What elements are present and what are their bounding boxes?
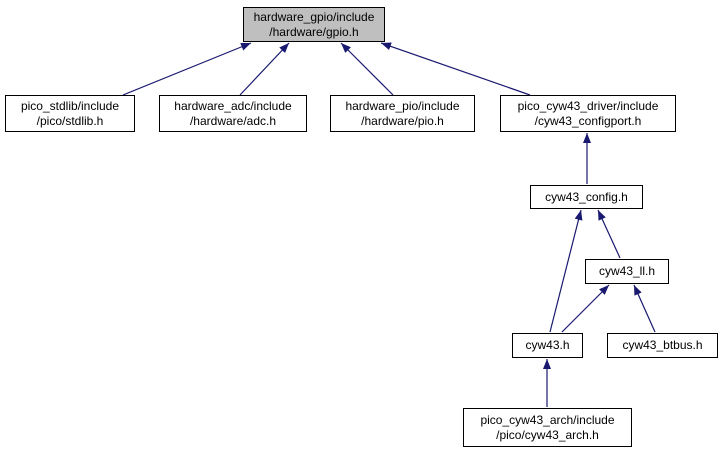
node-label: /hardware/gpio.h [269,24,359,39]
node-cyw43-config[interactable]: cyw43_config.h [530,185,643,209]
node-label: cyw43_btbus.h [622,338,703,352]
node-label: cyw43_config.h [545,189,628,204]
edge-cyw43-to-cyw43-ll [561,284,610,333]
node-pico-stdlib[interactable]: pico_stdlib/include /pico/stdlib.h [5,95,135,132]
node-pico-cyw43-arch[interactable]: pico_cyw43_arch/include /pico/cyw43_arch… [463,408,632,447]
node-label: cyw43.h [525,338,570,352]
node-hardware-adc[interactable]: hardware_adc/include /hardware/adc.h [159,95,307,132]
node-label: hardware_pio/include [345,98,460,113]
node-cyw43-ll[interactable]: cyw43_ll.h [585,259,669,284]
node-label: /pico/cyw43_arch.h [496,427,599,442]
node-label: pico_stdlib/include [20,98,120,113]
node-label: /hardware/adc.h [189,113,277,128]
node-cyw43[interactable]: cyw43.h [512,333,583,358]
node-label: hardware_adc/include [174,98,292,113]
node-label: cyw43_ll.h [598,264,656,278]
edge-hardware-pio-to-hardware-gpio [340,42,394,96]
node-label: pico_cyw43_arch/include [480,412,615,427]
edge-cyw43-to-cyw43-config [549,209,583,333]
edge-cyw43-ll-to-cyw43-config [597,209,621,259]
node-cyw43-btbus[interactable]: cyw43_btbus.h [607,333,718,358]
edge-pico-stdlib-to-hardware-gpio [122,42,252,96]
node-label: hardware_gpio/include [253,9,375,24]
node-label: /hardware/pio.h [361,113,444,128]
node-label: pico_cyw43_driver/include [517,98,659,113]
node-label: /cyw43_configport.h [534,113,642,128]
edge-hardware-adc-to-hardware-gpio [239,42,290,96]
edge-pico-cyw43-driver-to-hardware-gpio [380,42,531,96]
node-hardware-pio[interactable]: hardware_pio/include /hardware/pio.h [330,95,475,132]
node-hardware-gpio[interactable]: hardware_gpio/include /hardware/gpio.h [243,7,385,42]
node-label: /pico/stdlib.h [36,113,104,128]
node-pico-cyw43-driver[interactable]: pico_cyw43_driver/include /cyw43_configp… [500,95,676,132]
edge-cyw43-btbus-to-cyw43-ll [633,284,656,333]
